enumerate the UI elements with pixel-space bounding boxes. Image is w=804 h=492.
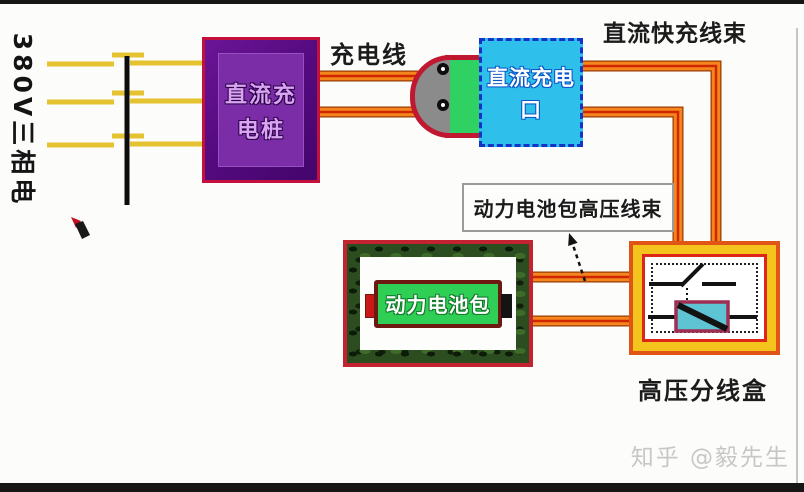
- charging-cable-label: 充电线: [330, 41, 408, 69]
- battery-harness-callout: 动力电池包高压线束: [462, 183, 674, 232]
- contactor-symbol-icon: [648, 300, 757, 333]
- cables-core: [318, 64, 718, 323]
- callout-arrow-icon: [568, 233, 587, 282]
- dc-charge-port-label-line2: 口: [520, 97, 542, 122]
- battery-symbol-icon: 动力电池包: [365, 279, 512, 328]
- right-edge-line: [796, 28, 798, 483]
- junction-box-label: 高压分线盒: [638, 377, 768, 405]
- dc-charger-label-line2: 电桩: [236, 117, 285, 143]
- plug-pin-bottom-icon: [437, 99, 449, 111]
- cursor-icon: [71, 217, 90, 239]
- watermark: 知乎 @毅先生: [630, 445, 790, 471]
- plug-pin-top-icon: [437, 63, 449, 75]
- battery-harness-label: 动力电池包高压线束: [473, 197, 663, 221]
- battery-pack-interior: 动力电池包: [360, 257, 516, 350]
- battery-pack-box: 动力电池包: [343, 240, 533, 367]
- dc-charger-label-line1: 直流充: [224, 82, 297, 108]
- dc-charge-port-label-line1: 直流充电: [487, 65, 575, 90]
- letterbox-bottom: [0, 483, 804, 492]
- plug-green-section: [445, 55, 482, 138]
- battery-pack-label: 动力电池包: [385, 293, 491, 317]
- battery-terminal-positive-icon: [365, 293, 375, 318]
- switch-symbol-icon: [649, 262, 736, 288]
- letterbox-top: [0, 0, 804, 4]
- dc-charger-face: 直流充 电桩: [218, 53, 304, 167]
- battery-terminal-negative-icon: [501, 293, 512, 318]
- dc-charge-port-box: 直流充电 口: [479, 38, 583, 147]
- fast-charge-harness-label: 直流快充线束: [603, 21, 747, 47]
- dc-charger-box: 直流充 电桩: [202, 37, 320, 183]
